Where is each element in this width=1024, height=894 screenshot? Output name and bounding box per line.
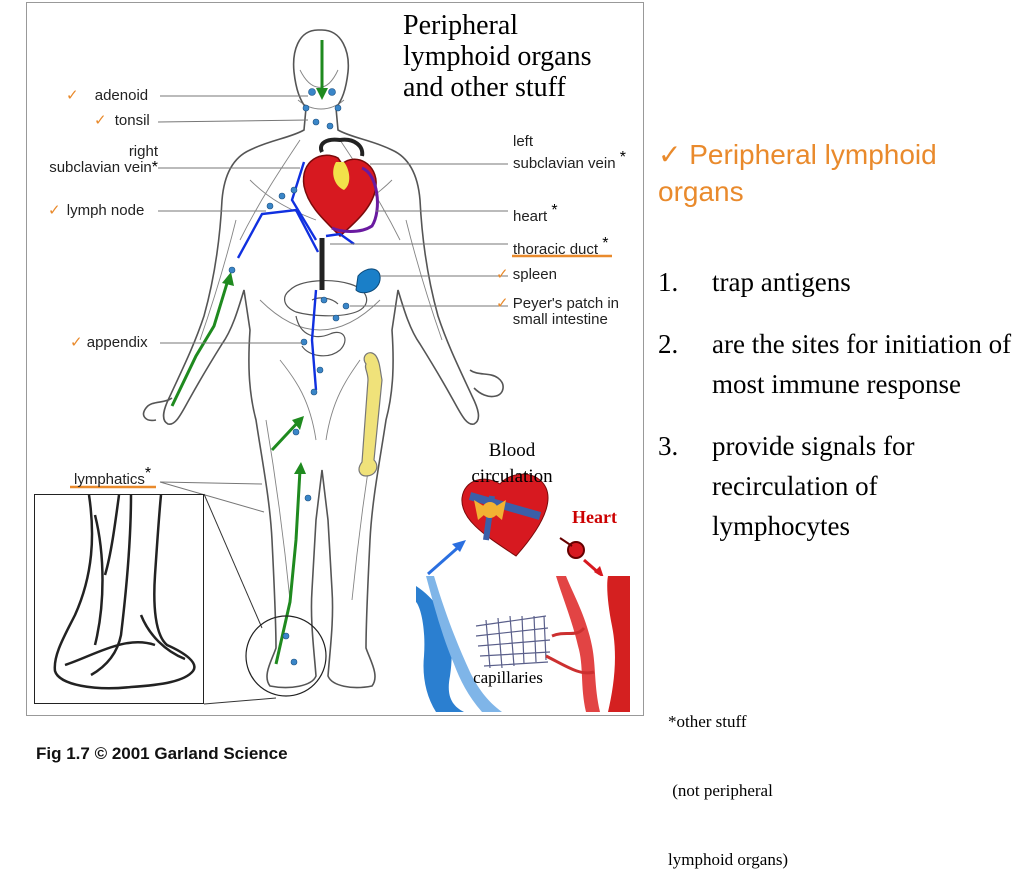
foot-zoom-circle (245, 615, 327, 697)
label-spleen: spleen (512, 266, 557, 283)
intestines (284, 280, 368, 357)
label-adenoid: adenoid (94, 87, 149, 104)
lymphatic-system-diagram (70, 29, 612, 705)
list-item: 3. provide signals for recirculation of l… (658, 426, 1018, 546)
body-outline (142, 29, 504, 689)
foot-lymphatics-drawing (53, 494, 196, 690)
blue-vessel-paths (236, 161, 355, 391)
label-peyers-patch-row: ✓ Peyer's patch in small intestine (496, 296, 619, 328)
list-item-text: are the sites for initiation of most imm… (712, 329, 1012, 399)
list-item-text: trap antigens (712, 267, 851, 297)
note-line1: *other stuff (668, 712, 747, 731)
label-left-subclavian-line1: left (513, 133, 534, 150)
overlay-title-line3: and other stuff (403, 72, 566, 103)
side-panel-title-text: Peripheral lymphoid organs (658, 139, 937, 207)
green-lymph-paths (170, 40, 324, 665)
function-list: 1. trap antigens 2. are the sites for init… (658, 262, 1018, 568)
capillaries-drawing (416, 576, 630, 712)
label-right-subclavian-vein: right subclavian vein* (40, 144, 158, 176)
label-adenoid-row: ✓ adenoid (66, 88, 148, 104)
figure-caption: Fig 1.7 © 2001 Garland Science (36, 744, 288, 763)
label-heart: heart (513, 208, 548, 225)
check-mark-icon: ✓ (70, 334, 83, 351)
check-mark-icon: ✓ (658, 139, 682, 170)
list-item-number: 3. (658, 431, 679, 461)
side-panel-title: ✓ Peripheral lymphoid organs (658, 136, 1018, 210)
label-thoracic-duct: thoracic duct (513, 241, 599, 258)
list-item: 2. are the sites for initiation of most i… (658, 324, 1018, 404)
label-lymph-node: lymph node (66, 202, 145, 219)
list-item-text: provide signals for recirculation of lym… (712, 431, 915, 541)
label-lymph-node-row: ✓ lymph node (48, 203, 144, 219)
leader-lines (157, 95, 508, 513)
check-mark-icon: ✓ (94, 112, 107, 129)
heart-caption: Heart (572, 507, 617, 527)
label-tonsil: tonsil (114, 112, 150, 129)
label-right-subclavian-line2: subclavian vein (49, 159, 152, 176)
label-thoracic-duct-row: thoracic duct * (513, 236, 608, 258)
orange-underlines (70, 254, 612, 489)
list-item-number: 1. (658, 267, 679, 297)
lymph-nodes (228, 88, 350, 666)
circulation-arrows (427, 540, 604, 578)
note-line2: (not peripheral (668, 781, 773, 800)
label-left-subclavian-vein: left subclavian vein * (513, 134, 626, 172)
star-mark: * (151, 159, 158, 176)
capillaries-label: capillaries (473, 668, 543, 687)
check-mark-icon: ✓ (66, 87, 79, 104)
star-mark: * (551, 202, 558, 219)
label-appendix: appendix (86, 334, 148, 351)
overlay-title-line2: lymphoid organs (403, 41, 592, 72)
magenta-loop (331, 166, 379, 233)
star-mark: * (602, 235, 609, 252)
other-stuff-note: *other stuff (not peripheral lymphoid or… (668, 664, 788, 894)
blood-circulation-label: Blood circulation (452, 438, 572, 490)
foot-inset (34, 494, 204, 704)
label-heart-row: heart * (513, 203, 558, 225)
label-spleen-row: ✓ spleen (496, 267, 557, 283)
label-peyers-patch-line1: Peyer's patch in (512, 295, 620, 312)
list-item-number: 2. (658, 329, 679, 359)
label-peyers-patch-line2: small intestine (512, 311, 608, 328)
check-mark-icon: ✓ (48, 202, 61, 219)
zoom-lines (203, 493, 277, 705)
heart-organ (302, 137, 377, 238)
blood-circulation-line1: Blood (488, 440, 536, 461)
check-mark-icon: ✓ (496, 295, 509, 312)
label-tonsil-row: ✓ tonsil (94, 113, 150, 129)
spleen-organ (355, 268, 381, 294)
green-arrowheads (222, 88, 328, 474)
star-mark: * (619, 149, 626, 166)
figure-frame (26, 2, 644, 716)
list-item: 1. trap antigens (658, 262, 1018, 302)
star-mark: * (144, 465, 152, 482)
label-left-subclavian-line2: subclavian vein (513, 155, 616, 172)
overlay-title-line1: Peripheral (403, 10, 519, 41)
femur-bone (358, 352, 383, 477)
blood-circulation-line2: circulation (471, 466, 553, 487)
capillaries-panel (416, 576, 630, 712)
label-lymphatics: lymphatics (74, 471, 145, 488)
label-right-subclavian-line1: right (128, 143, 158, 160)
label-lymphatics-row: lymphatics* (74, 466, 151, 488)
label-appendix-row: ✓ appendix (70, 335, 148, 351)
circulation-heart-icon (461, 473, 585, 559)
overlay-title: Peripheral lymphoid organs and other stu… (403, 10, 591, 103)
check-mark-icon: ✓ (496, 266, 509, 283)
note-line3: lymphoid organs) (668, 850, 789, 869)
